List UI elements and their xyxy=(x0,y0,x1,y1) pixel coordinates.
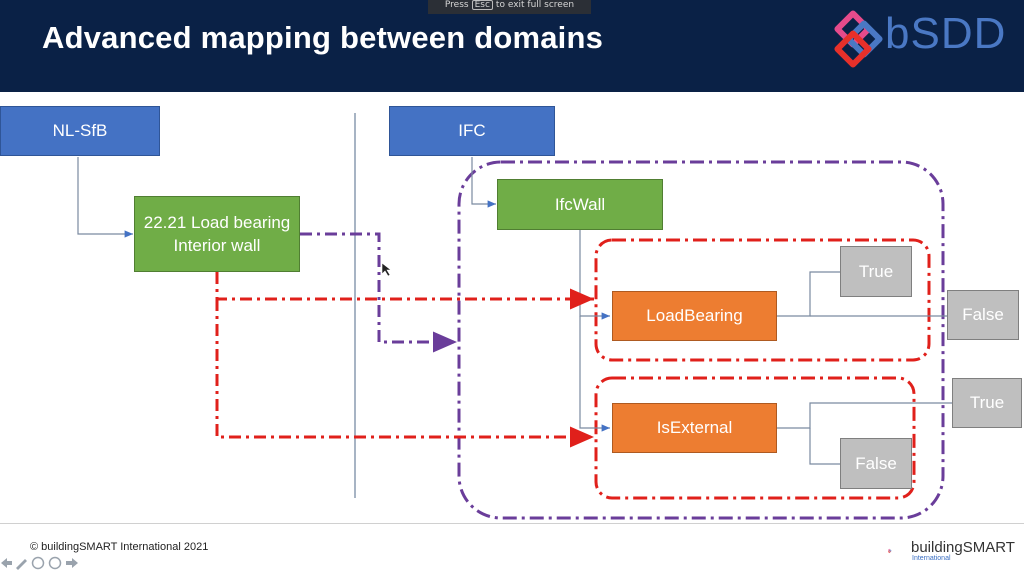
slide-title: Advanced mapping between domains xyxy=(42,20,604,55)
isexternal-group xyxy=(594,376,916,500)
bsdd-logo-text: bSDD xyxy=(885,9,1007,58)
esc-key: Esc xyxy=(471,0,493,10)
footer-logo-subtext: International xyxy=(912,555,951,562)
isexternal-true-label: True xyxy=(969,393,1005,412)
isexternal-true-branch xyxy=(777,402,952,429)
property-isexternal-box: IsExternal xyxy=(612,403,777,453)
fullscreen-hint-suffix: to exit full screen xyxy=(495,0,575,10)
property-loadbearing-label: LoadBearing xyxy=(646,306,743,325)
isexternal-true-box: True xyxy=(952,378,1022,428)
loadbearing-true-label: True xyxy=(858,261,894,281)
slides-overview-icon xyxy=(31,556,45,570)
property-isexternal-label: IsExternal xyxy=(656,418,733,437)
isexternal-false-label: False xyxy=(855,453,897,473)
bsdd-logo-icon xyxy=(834,10,883,68)
buildingsmart-logo-icon xyxy=(888,548,892,554)
domain-nlsfb-label: NL-SfB xyxy=(52,121,108,140)
nlsfb-hierarchy-line xyxy=(77,157,133,238)
source-class-box: 22.21 Load bearing Interior wall xyxy=(134,196,300,272)
class-mapping-arrow xyxy=(300,232,457,353)
loadbearing-true-branch xyxy=(777,271,840,317)
domain-nlsfb-box: NL-SfB xyxy=(0,106,160,156)
target-class-label: IfcWall xyxy=(554,195,606,214)
more-options-icon xyxy=(48,556,62,570)
source-class-label: 22.21 Load bearing Interior wall xyxy=(143,213,291,255)
isexternal-mapping-arrow xyxy=(215,299,594,448)
fullscreen-hint-prefix: Press xyxy=(444,0,469,10)
next-slide-icon xyxy=(66,558,78,568)
presentation-controls-icons xyxy=(1,556,78,570)
isexternal-false-box: False xyxy=(840,438,912,489)
footer-divider xyxy=(0,523,1024,524)
domain-ifc-box: IFC xyxy=(389,106,555,156)
pen-icon xyxy=(16,559,27,570)
loadbearing-false-box: False xyxy=(947,290,1019,340)
target-class-box: IfcWall xyxy=(497,179,663,230)
previous-slide-icon xyxy=(1,558,12,568)
footer-logo-text: buildingSMART xyxy=(911,539,1015,556)
footer-copyright: © buildingSMART International 2021 xyxy=(30,541,209,553)
property-loadbearing-box: LoadBearing xyxy=(612,291,777,341)
domain-ifc-label: IFC xyxy=(458,121,486,140)
loadbearing-false-label: False xyxy=(962,305,1004,324)
ifc-hierarchy-line xyxy=(471,157,496,208)
loadbearing-true-box: True xyxy=(840,246,912,297)
loadbearing-mapping-arrow xyxy=(215,272,594,310)
isexternal-false-branch xyxy=(809,428,840,465)
mouse-cursor-icon xyxy=(381,262,392,277)
ifc-class-group xyxy=(457,160,945,520)
